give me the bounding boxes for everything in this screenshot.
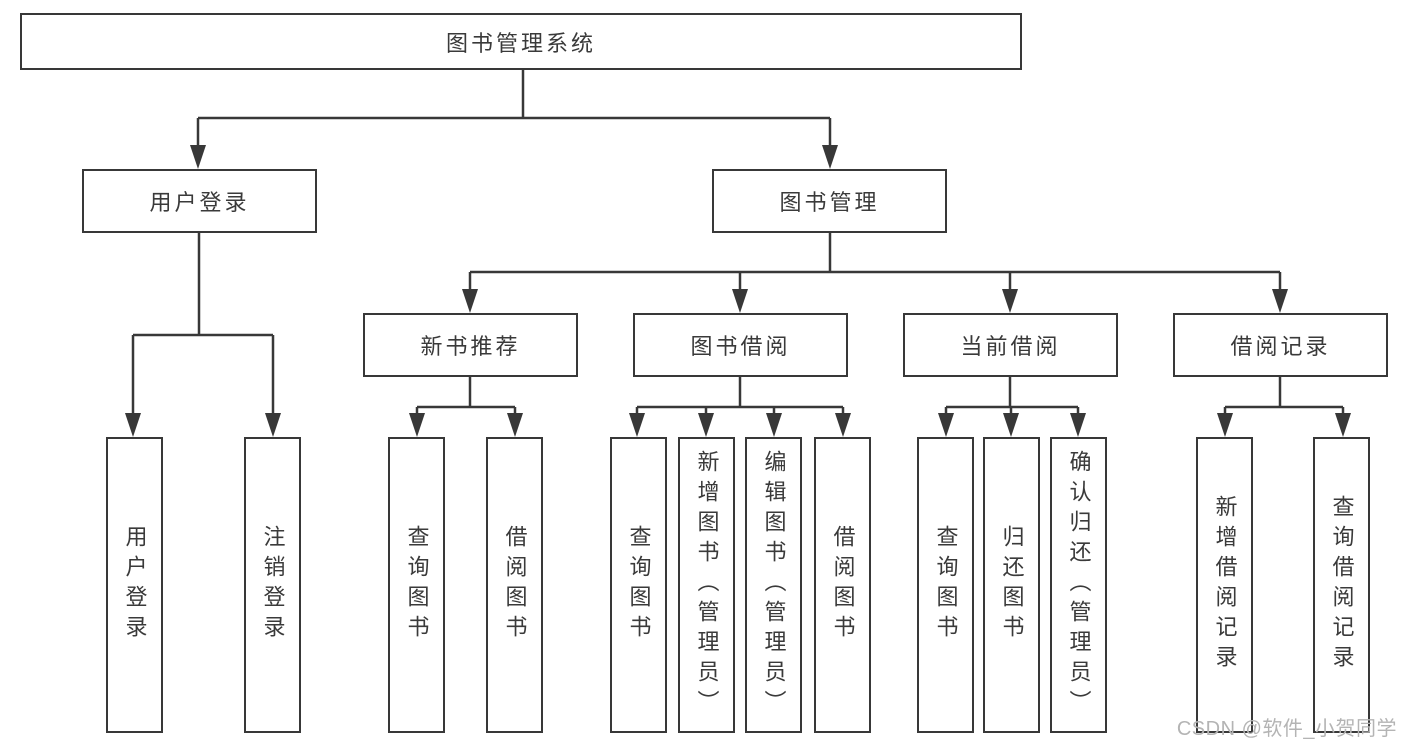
node-label: 新增图书（管理员） — [694, 450, 720, 720]
arrowheads — [125, 145, 1351, 437]
node-root-library-system: 图书管理系统 — [20, 13, 1022, 70]
leaf-query-books-recommend: 查询图书 — [388, 437, 445, 733]
node-book-management: 图书管理 — [712, 169, 947, 233]
node-label: 归还图书 — [999, 525, 1025, 645]
leaf-query-books-current: 查询图书 — [917, 437, 974, 733]
leaf-return-book: 归还图书 — [983, 437, 1040, 733]
leaf-query-borrow-record: 查询借阅记录 — [1313, 437, 1370, 733]
node-label: 编辑图书（管理员） — [761, 450, 787, 720]
leaf-confirm-return-admin: 确认归还（管理员） — [1050, 437, 1107, 733]
leaf-borrow-books-recommend: 借阅图书 — [486, 437, 543, 733]
node-label: 当前借阅 — [960, 334, 1061, 359]
leaf-logout: 注销登录 — [244, 437, 301, 733]
node-label: 查询图书 — [626, 525, 652, 645]
leaf-query-books-borrow: 查询图书 — [610, 437, 667, 733]
node-label: 查询图书 — [933, 525, 959, 645]
leaf-edit-book-admin: 编辑图书（管理员） — [745, 437, 802, 733]
leaf-add-borrow-record: 新增借阅记录 — [1196, 437, 1253, 733]
node-book-borrow: 图书借阅 — [633, 313, 848, 377]
leaf-user-login: 用户登录 — [106, 437, 163, 733]
node-new-book-recommend: 新书推荐 — [363, 313, 578, 377]
leaf-borrow-books: 借阅图书 — [814, 437, 871, 733]
node-label: 图书管理 — [779, 190, 880, 215]
node-label: 查询图书 — [404, 525, 430, 645]
node-label: 图书管理系统 — [445, 30, 596, 56]
node-label: 借阅图书 — [502, 525, 528, 645]
node-label: 用户登录 — [149, 190, 250, 215]
node-borrow-records: 借阅记录 — [1173, 313, 1388, 377]
node-label: 图书借阅 — [690, 334, 791, 359]
node-label: 用户登录 — [122, 525, 148, 645]
node-label: 确认归还（管理员） — [1066, 450, 1092, 720]
csdn-watermark: CSDN @软件_小贺同学 — [1176, 718, 1397, 740]
node-label: 借阅记录 — [1230, 334, 1331, 359]
node-label: 注销登录 — [260, 525, 286, 645]
node-label: 借阅图书 — [830, 525, 856, 645]
node-label: 新书推荐 — [420, 334, 521, 359]
node-current-borrow: 当前借阅 — [903, 313, 1118, 377]
leaf-add-book-admin: 新增图书（管理员） — [678, 437, 735, 733]
node-label: 查询借阅记录 — [1329, 495, 1355, 675]
node-label: 新增借阅记录 — [1212, 495, 1238, 675]
node-user-login: 用户登录 — [82, 169, 317, 233]
